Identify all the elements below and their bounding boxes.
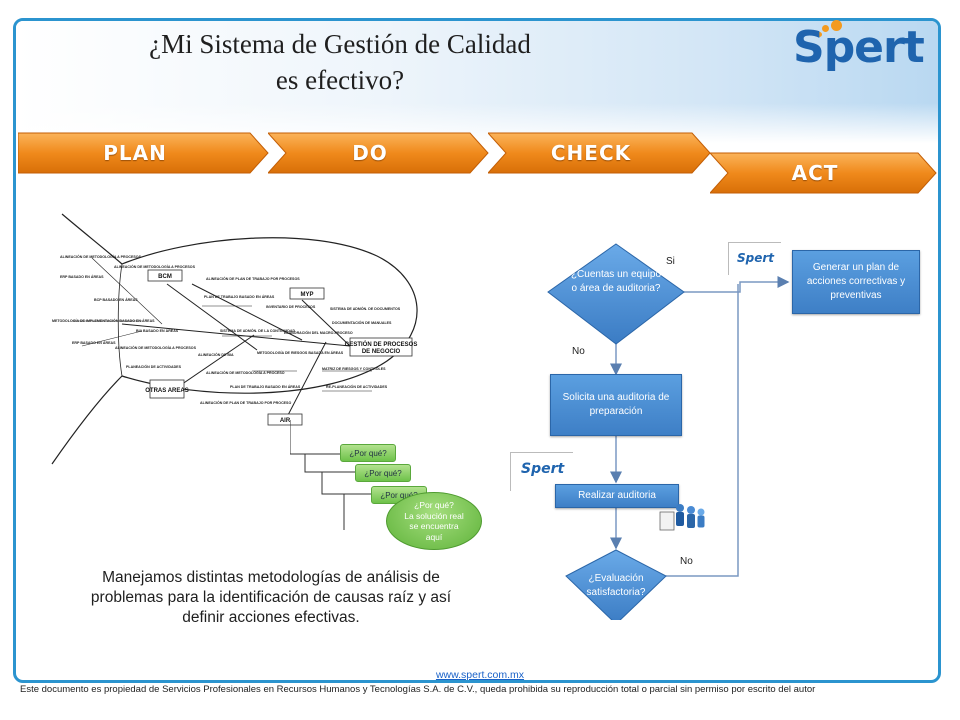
pdca-step-act: ACT [710,151,938,195]
mini-logo-act: Spert [728,242,781,275]
fish-head-line-2: DE NEGOCIO [362,349,401,355]
mini-logo-audit: Spert [510,452,573,491]
fish-cause: ALINEACIÓN DE PLAN DE TRABAJO POR PROCES… [200,400,291,405]
why-root-cause-circle: ¿Por qué? La solución real se encuentra … [386,492,482,550]
fish-cause: MATRIZ DE RIESGOS Y CONTROLES [322,367,386,371]
fish-cause: PLAN DE TRABAJO BASADO EN ÁREAS [204,294,275,299]
decision-diamond-1 [547,243,685,345]
fishbone-diagram: BCM MYP OTRAS AREAS AIR GESTIÓN DE PROCE… [51,213,418,465]
pdca-step-plan: PLAN [18,131,270,175]
decision-diamond-2 [565,549,667,620]
footer-website-link[interactable]: www.spert.com.mx [435,669,525,681]
title-line-2: es efectivo? [275,65,405,95]
fish-cause: ERP BASADO EN ÁREAS [72,340,116,345]
logo-dot-medium-icon [822,25,829,32]
why-final-line-4: aquí [425,531,443,542]
fish-cause: ELABORACIÓN DEL MACRO-PROCESO [284,330,353,335]
pdca-label-check: CHECK [550,141,632,165]
fish-cause: BCP BASADO EN ÁREAS [94,297,138,302]
process-preparation-box: Solicita una auditoria de preparación [550,374,682,436]
process-audit-box: Realizar auditoria [555,484,679,508]
methodology-paragraph: Manejamos distintas metodologías de anál… [90,569,452,626]
fish-cause: METODOLOGÍA DE RIESGOS BASADA EN ÁREAS [257,350,344,355]
chevron-act-icon [710,152,937,194]
logo-dot-large-icon [831,20,842,31]
slide-frame [13,18,941,683]
fish-cause: PLAN DE TRABAJO BASADO EN ÁREAS [230,384,301,389]
header-band [16,21,938,143]
title-line-1: ¿Mi Sistema de Gestión de Calidad [149,29,531,59]
fish-cause: ALINEACIÓN DE METODOLOGÍA A PROCESOS [60,254,142,259]
why-box-2: ¿Por qué? [355,464,411,482]
fish-cause: ALINEACIÓN DE BIA [198,352,234,357]
logo-text: Spert [793,22,925,73]
page-title: ¿Mi Sistema de Gestión de Calidad es efe… [40,26,640,98]
why-final-line-1: ¿Por qué? [414,500,454,510]
fish-cause: SISTEMA DE ADMÓN. DE LA CONTINUIDAD [220,328,295,333]
why-final-line-2: La solución real [404,510,464,521]
fish-cause: DOCUMENTACIÓN DE MANUALES [332,320,392,325]
chevron-plan-icon [18,132,269,174]
fish-cause: RE-PLANEACIÓN DE ACTIVIDADES [326,384,388,389]
chevron-check-icon [488,132,711,174]
fish-category-air: AIR [280,418,291,424]
mini-logo-act-text: Spert [737,251,775,265]
action-plan-box: Generar un plan de acciones correctivas … [792,250,920,314]
why-chain-connectors [290,420,372,530]
fish-category-otras-areas: OTRAS AREAS [145,388,188,394]
fish-cause: ALINEACIÓN DE METODOLOGÍA A PROCESOS [114,264,196,269]
no-label-1: No [572,346,585,357]
mini-logo-audit-text: Spert [521,461,565,477]
spert-logo: Spert [793,10,925,90]
fish-cause: ERP BASADO EN ÁREAS [60,274,104,279]
fish-cause: ALINEACIÓN DE PLAN DE TRABAJO POR PROCES… [206,276,300,281]
people-team-icon [659,504,705,531]
pdca-step-do: DO [268,131,490,175]
no-label-2: No [680,556,693,567]
pdca-step-check: CHECK [488,131,712,175]
fish-cause: INVENTARIO DE PROCESOS [266,305,316,309]
audit-flowchart [547,243,790,620]
why-box-1: ¿Por qué? [340,444,396,462]
fish-category-myp: MYP [300,292,313,298]
yes-label: Si [666,256,675,267]
pdca-label-do: DO [352,141,388,165]
decision-1-label: ¿Cuentas un equipo o área de auditoria? [570,269,662,294]
fish-cause: SISTEMA DE ADMÓN. DE DOCUMENTOS [330,306,401,311]
fish-cause: ALINEACIÓN DE METODOLOGÍA A PROCESOS [115,345,197,350]
fish-cause: METODOLOGÍA DE IMPLEMENTACIÓN BASADO EN … [52,318,155,323]
pdca-label-plan: PLAN [103,141,167,165]
fish-head-line-1: GESTIÓN DE PROCESOS [345,340,418,348]
decision-2-label: ¿Evaluación satisfactoria? [586,573,646,598]
logo-dot-small-icon [817,32,822,37]
pdca-label-act: ACT [791,161,839,185]
fish-cause: BIA BASADO EN ÁREAS [136,328,179,333]
chevron-do-icon [268,132,489,174]
fish-cause: PLANEACIÓN DE ACTIVIDADES [126,364,182,369]
footer-legal-note: Este documento es propiedad de Servicios… [20,684,816,695]
why-final-line-3: se encuentra [409,521,459,531]
fish-cause: ALINEACIÓN DE METODOLOGÍA A PROCESO [206,370,285,375]
fish-category-bcm: BCM [158,274,172,280]
